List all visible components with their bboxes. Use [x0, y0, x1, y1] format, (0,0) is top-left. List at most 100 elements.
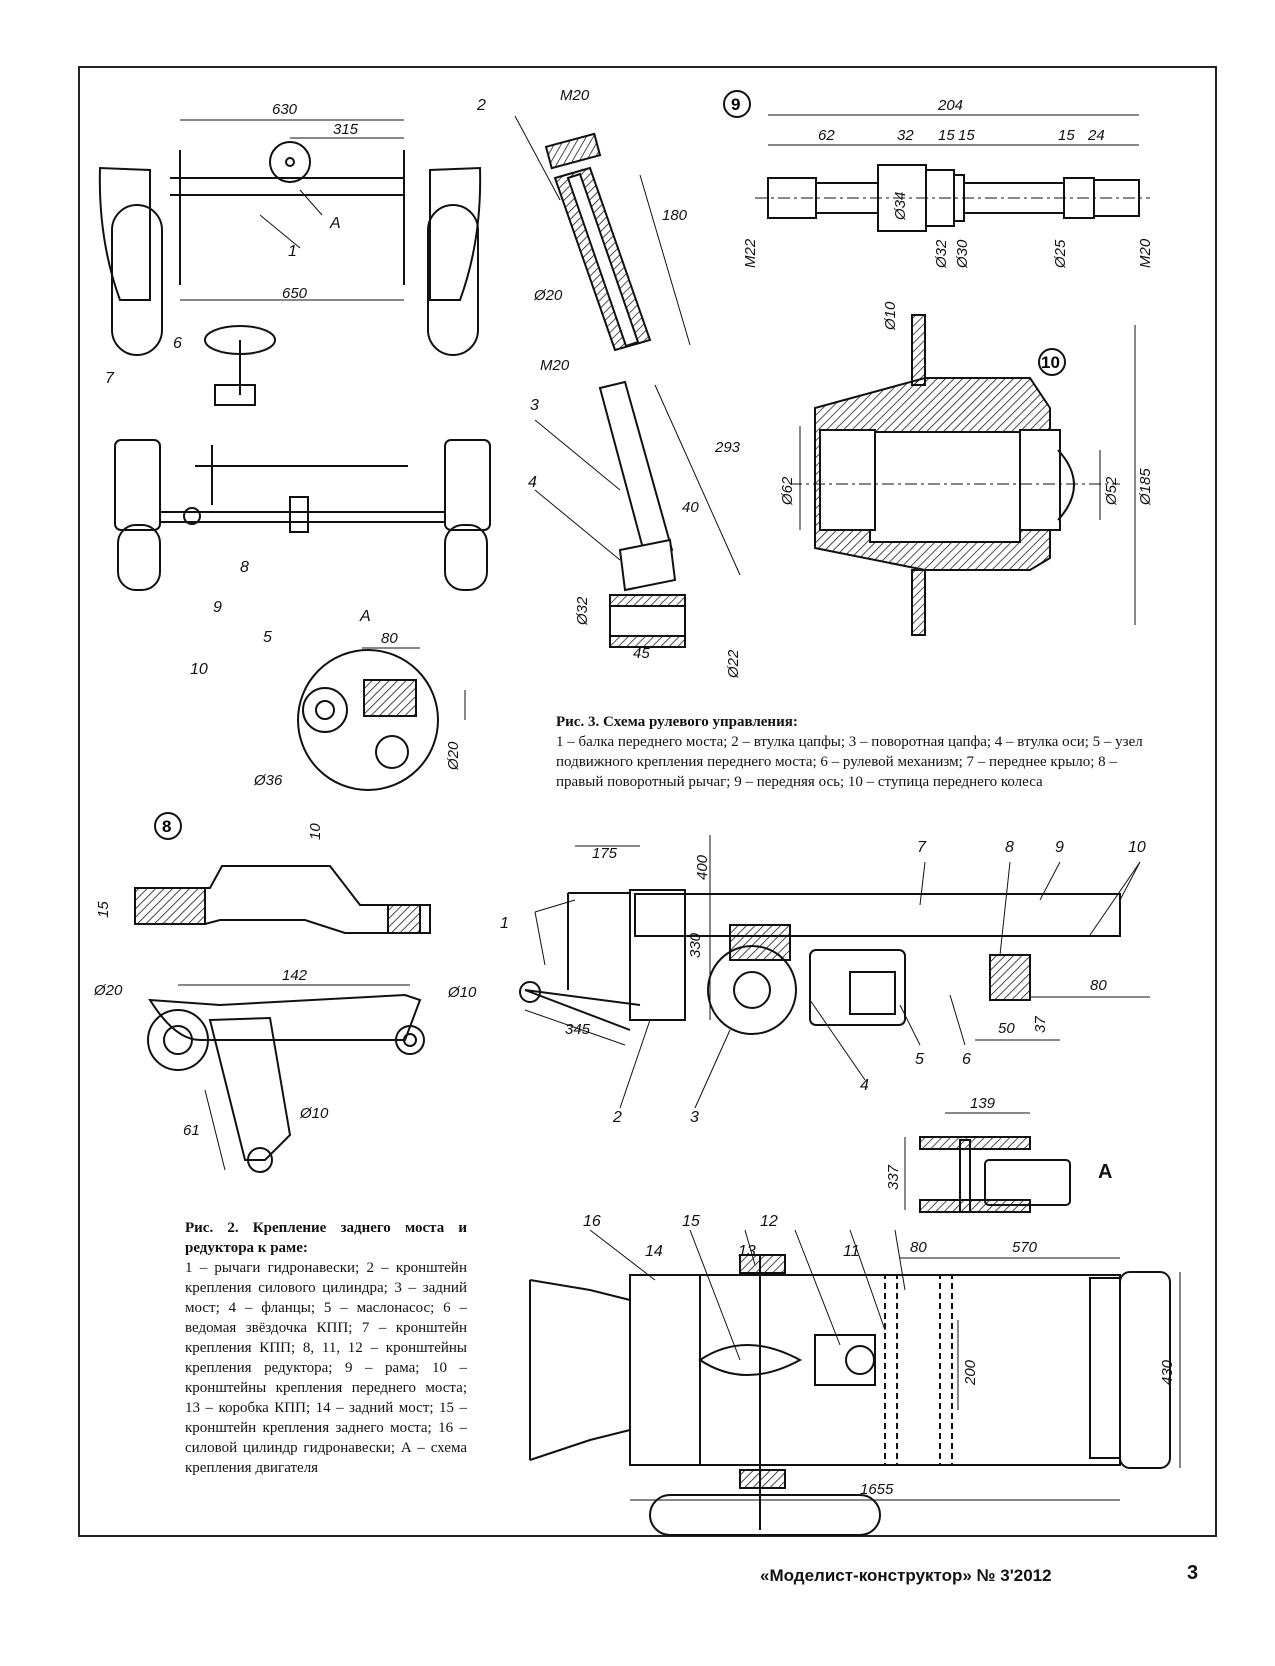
top-part-16: 16	[583, 1213, 601, 1230]
dim-d10-hub: Ø10	[882, 301, 899, 331]
top-part-11: 11	[843, 1243, 860, 1260]
front-axle-view	[98, 119, 482, 406]
side-part-1: 1	[500, 915, 509, 932]
dim-d30: Ø30	[954, 239, 971, 269]
detail-8-number: 8	[162, 817, 171, 836]
label-1: 1	[288, 243, 297, 260]
top-part-14: 14	[645, 1243, 663, 1260]
steering-linkage-view	[114, 439, 491, 591]
fig2-top-view	[529, 1254, 1181, 1536]
dim-d20-tube: Ø20	[533, 287, 563, 304]
dim-m20-shaft: M20	[1137, 238, 1154, 268]
side-part-9: 9	[1055, 839, 1064, 856]
dim-50: 50	[998, 1020, 1015, 1037]
dim-15b: 15	[958, 127, 975, 144]
part-3: 3	[530, 397, 539, 414]
label-7: 7	[105, 370, 115, 387]
part-4: 4	[528, 474, 537, 491]
dim-330: 330	[687, 932, 704, 958]
dim-175: 175	[592, 845, 618, 862]
page-frame	[78, 66, 1217, 1537]
dim-32: 32	[897, 127, 914, 144]
dim-630: 630	[272, 101, 298, 118]
fig2-caption-text: 1 – рычаги гидронавески; 2 – кронштейн к…	[185, 1260, 467, 1476]
part-2: 2	[476, 97, 486, 114]
leader-lines	[514, 115, 1141, 1361]
dim-d20-lever: Ø20	[93, 982, 123, 999]
detail-a-label: A	[359, 608, 371, 625]
pivot-parts	[544, 132, 741, 648]
dim-d185: Ø185	[1137, 468, 1154, 506]
dim-37: 37	[1032, 1016, 1049, 1033]
dim-315: 315	[333, 121, 359, 138]
page-number: 3	[1187, 1562, 1199, 1584]
dim-80-side: 80	[1090, 977, 1107, 994]
detail-9-number: 9	[731, 95, 740, 114]
dim-15c: 15	[1058, 127, 1075, 144]
dim-15: 15	[95, 901, 112, 918]
label-5: 5	[263, 629, 272, 646]
label-6: 6	[173, 335, 182, 352]
side-part-2: 2	[612, 1109, 622, 1126]
dim-d32: Ø32	[574, 596, 591, 626]
dim-d20: Ø20	[445, 741, 462, 771]
side-part-5: 5	[915, 1051, 924, 1068]
dim-142: 142	[282, 967, 308, 984]
dim-d52: Ø52	[1103, 476, 1120, 506]
fig2-caption-title: Рис. 2. Крепление заднего моста и редукт…	[185, 1220, 467, 1256]
dim-1655: 1655	[860, 1481, 894, 1498]
dim-180: 180	[662, 207, 688, 224]
dim-d10-lever: Ø10	[447, 984, 477, 1001]
label-a: A	[329, 215, 341, 232]
fig2-side-view	[519, 835, 1150, 1046]
detail-a	[297, 647, 466, 791]
engine-mount-a	[904, 1112, 1071, 1213]
dim-650: 650	[282, 285, 308, 302]
dim-d10-pin: Ø10	[299, 1105, 329, 1122]
fig3-caption: Рис. 3. Схема рулевого управления: 1 – б…	[556, 712, 1156, 792]
label-8: 8	[240, 559, 249, 576]
detail-10-hub	[790, 314, 1136, 636]
dim-345: 345	[565, 1021, 591, 1038]
dim-570: 570	[1012, 1239, 1038, 1256]
top-part-12: 12	[760, 1213, 778, 1230]
side-part-4: 4	[860, 1077, 869, 1094]
side-part-6: 6	[962, 1051, 971, 1068]
dim-d62: Ø62	[779, 476, 796, 506]
label-9: 9	[213, 599, 222, 616]
dim-d36: Ø36	[253, 772, 283, 789]
dim-15a: 15	[938, 127, 955, 144]
dim-d34: Ø34	[892, 192, 909, 221]
fig2-caption: Рис. 2. Крепление заднего моста и редукт…	[185, 1218, 467, 1478]
dim-200: 200	[962, 1359, 979, 1386]
fig3-caption-title: Рис. 3. Схема рулевого управления:	[556, 714, 798, 730]
dim-d32-shaft: Ø32	[933, 239, 950, 269]
detail-8-lever	[134, 865, 431, 1173]
dim-m20-mid: M20	[540, 357, 570, 374]
dim-80: 80	[381, 630, 398, 647]
dim-40: 40	[682, 499, 699, 516]
detail-9-shaft	[755, 114, 1150, 232]
side-part-8: 8	[1005, 839, 1014, 856]
engine-mount-label-a: A	[1098, 1161, 1112, 1183]
dim-430: 430	[1159, 1359, 1176, 1385]
top-part-15: 15	[682, 1213, 700, 1230]
dim-d25: Ø25	[1052, 239, 1069, 269]
side-part-3: 3	[690, 1109, 699, 1126]
dim-m20-top: M20	[560, 87, 590, 104]
dim-d22: Ø22	[725, 649, 742, 679]
dim-m22: M22	[742, 238, 759, 268]
top-part-13: 13	[738, 1243, 756, 1260]
label-10: 10	[190, 661, 208, 678]
dim-61: 61	[183, 1122, 200, 1139]
dim-139: 139	[970, 1095, 996, 1112]
side-part-10: 10	[1128, 839, 1146, 856]
dim-10: 10	[307, 823, 324, 840]
side-part-7: 7	[917, 839, 927, 856]
detail-10-number: 10	[1041, 353, 1060, 372]
dim-45: 45	[633, 645, 650, 662]
dim-80-top: 80	[910, 1239, 927, 1256]
dim-337: 337	[885, 1164, 902, 1190]
journal-footer: «Моделист-конструктор» № 3'2012	[760, 1566, 1052, 1585]
